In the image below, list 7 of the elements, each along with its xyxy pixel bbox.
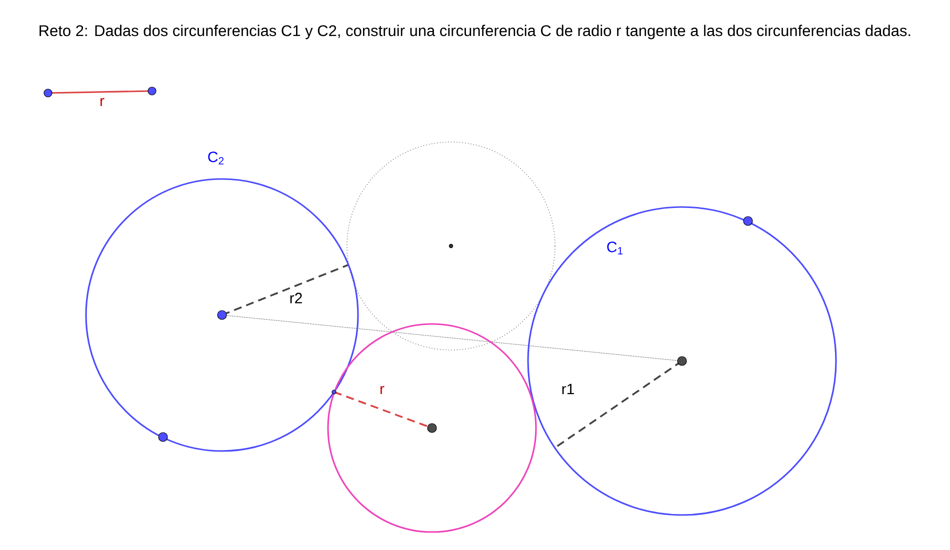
circle-label: C$_{2}$ xyxy=(208,152,224,164)
radius-label: r2 xyxy=(290,292,302,304)
radius-label: r1 xyxy=(562,384,574,394)
segment-label: r xyxy=(100,98,104,106)
circle-label: C$_{1}$ xyxy=(607,242,623,254)
title: Reto 2: Dadas dos circunferencias C1 y C2, construir una circunferencia C de radio r tangente a las dos circunferencias dadas. xyxy=(40,24,910,40)
radius-label: r xyxy=(380,386,384,394)
